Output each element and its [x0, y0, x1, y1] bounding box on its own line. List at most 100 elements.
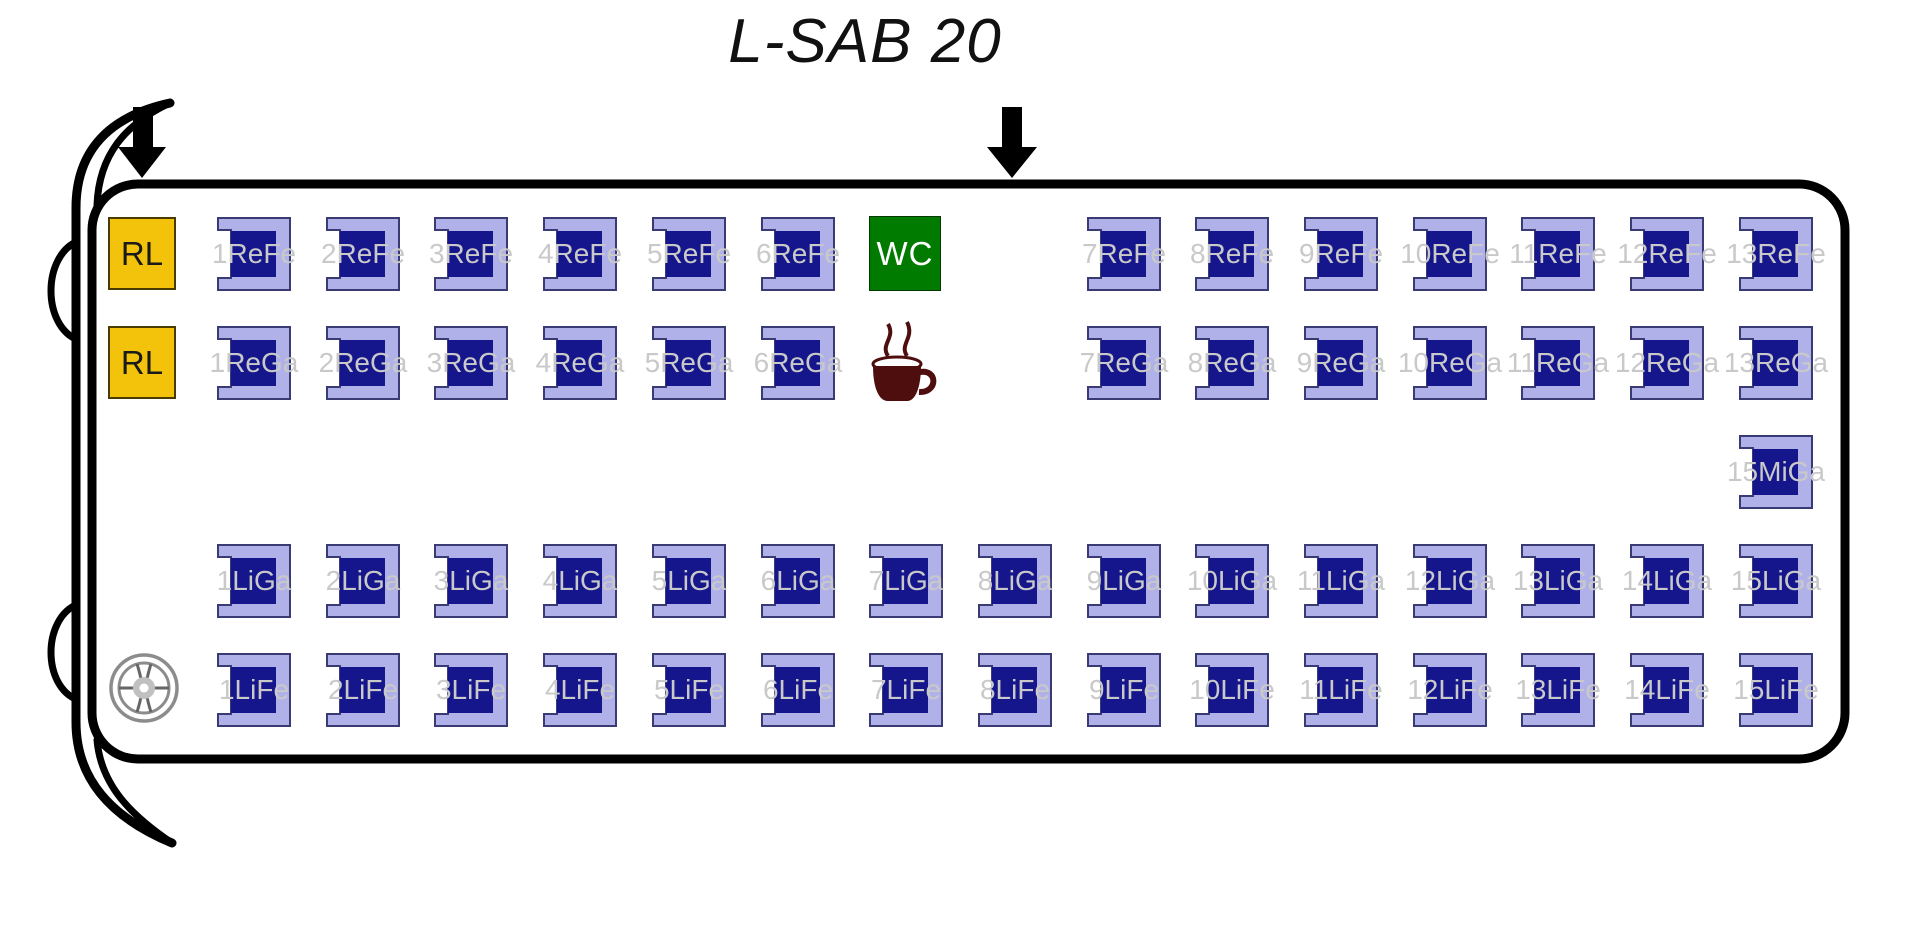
seat-icon [1630, 326, 1704, 400]
seat-11LiGa[interactable]: 11LiGa [1297, 544, 1385, 618]
seat-icon [1630, 544, 1704, 618]
seat-4LiFe[interactable]: 4LiFe [543, 653, 617, 727]
entry-arrow-front-icon [118, 107, 166, 178]
seat-icon [1413, 217, 1487, 291]
seat-icon [1304, 544, 1378, 618]
seat-5ReFe[interactable]: 5ReFe [647, 217, 731, 291]
seat-13ReGa[interactable]: 13ReGa [1724, 326, 1828, 400]
seat-14LiFe[interactable]: 14LiFe [1624, 653, 1710, 727]
seat-6LiFe[interactable]: 6LiFe [761, 653, 835, 727]
wc-box: WC [869, 216, 941, 291]
seat-icon [1630, 217, 1704, 291]
door-blade-top-inner [93, 99, 174, 209]
seat-icon [761, 653, 835, 727]
seat-icon [434, 217, 508, 291]
door-swing-arc-rear [47, 600, 80, 704]
seat-15MiGa[interactable]: 15MiGa [1727, 435, 1825, 509]
seat-icon [1739, 544, 1813, 618]
seat-3LiGa[interactable]: 3LiGa [434, 544, 508, 618]
seat-icon [652, 544, 726, 618]
seat-icon [1521, 217, 1595, 291]
seat-icon [652, 217, 726, 291]
seat-icon [1521, 653, 1595, 727]
seat-1LiGa[interactable]: 1LiGa [217, 544, 291, 618]
seat-icon [652, 653, 726, 727]
seat-10ReFe[interactable]: 10ReFe [1400, 217, 1500, 291]
seat-11ReGa[interactable]: 11ReGa [1507, 326, 1609, 400]
seat-13ReFe[interactable]: 13ReFe [1726, 217, 1826, 291]
seat-7LiGa[interactable]: 7LiGa [869, 544, 943, 618]
seat-7ReGa[interactable]: 7ReGa [1080, 326, 1168, 400]
coffee-cup-icon [871, 321, 937, 401]
seat-11LiFe[interactable]: 11LiFe [1299, 653, 1383, 727]
seat-6ReFe[interactable]: 6ReFe [756, 217, 840, 291]
seat-6ReGa[interactable]: 6ReGa [754, 326, 842, 400]
seat-9ReGa[interactable]: 9ReGa [1297, 326, 1385, 400]
seat-13LiGa[interactable]: 13LiGa [1513, 544, 1603, 618]
seat-icon [1739, 326, 1813, 400]
seat-6LiGa[interactable]: 6LiGa [761, 544, 835, 618]
seat-2LiFe[interactable]: 2LiFe [326, 653, 400, 727]
seat-icon [978, 653, 1052, 727]
seat-2ReFe[interactable]: 2ReFe [321, 217, 405, 291]
seat-1ReGa[interactable]: 1ReGa [210, 326, 298, 400]
seat-10ReGa[interactable]: 10ReGa [1398, 326, 1502, 400]
seat-2LiGa[interactable]: 2LiGa [326, 544, 400, 618]
seat-9ReFe[interactable]: 9ReFe [1299, 217, 1383, 291]
seat-5LiGa[interactable]: 5LiGa [652, 544, 726, 618]
seat-1LiFe[interactable]: 1LiFe [217, 653, 291, 727]
seat-3ReFe[interactable]: 3ReFe [429, 217, 513, 291]
page-title: L-SAB 20 [728, 7, 1002, 76]
seat-13LiFe[interactable]: 13LiFe [1515, 653, 1601, 727]
seat-10LiGa[interactable]: 10LiGa [1187, 544, 1277, 618]
seat-icon [1304, 326, 1378, 400]
seat-7ReFe[interactable]: 7ReFe [1082, 217, 1166, 291]
seat-12LiFe[interactable]: 12LiFe [1407, 653, 1493, 727]
seat-9LiGa[interactable]: 9LiGa [1087, 544, 1161, 618]
seat-5ReGa[interactable]: 5ReGa [645, 326, 733, 400]
seat-icon [1195, 217, 1269, 291]
seat-9LiFe[interactable]: 9LiFe [1087, 653, 1161, 727]
seat-icon [652, 326, 726, 400]
seat-7LiFe[interactable]: 7LiFe [869, 653, 943, 727]
seat-15LiGa[interactable]: 15LiGa [1731, 544, 1821, 618]
seat-icon [1195, 326, 1269, 400]
seat-4ReGa[interactable]: 4ReGa [536, 326, 624, 400]
seat-8LiGa[interactable]: 8LiGa [978, 544, 1052, 618]
seat-14LiGa[interactable]: 14LiGa [1622, 544, 1712, 618]
seat-5LiFe[interactable]: 5LiFe [652, 653, 726, 727]
door-blade-bottom-inner [93, 736, 176, 847]
seat-icon [869, 653, 943, 727]
seat-icon [217, 653, 291, 727]
seat-8LiFe[interactable]: 8LiFe [978, 653, 1052, 727]
steering-wheel-icon [109, 653, 179, 723]
rl-seat-box-2: RL [108, 326, 176, 399]
seat-8ReGa[interactable]: 8ReGa [1188, 326, 1276, 400]
seat-10LiFe[interactable]: 10LiFe [1189, 653, 1275, 727]
seat-icon [543, 326, 617, 400]
seat-icon [543, 217, 617, 291]
seat-icon [1087, 326, 1161, 400]
seat-8ReFe[interactable]: 8ReFe [1190, 217, 1274, 291]
entry-arrow-middle-icon [987, 107, 1037, 178]
seat-1ReFe[interactable]: 1ReFe [212, 217, 296, 291]
seat-4ReFe[interactable]: 4ReFe [538, 217, 622, 291]
seat-3ReGa[interactable]: 3ReGa [427, 326, 515, 400]
seat-12LiGa[interactable]: 12LiGa [1405, 544, 1495, 618]
seat-3LiFe[interactable]: 3LiFe [434, 653, 508, 727]
seat-icon [434, 326, 508, 400]
seat-12ReGa[interactable]: 12ReGa [1615, 326, 1719, 400]
seat-icon [217, 217, 291, 291]
seat-12ReFe[interactable]: 12ReFe [1617, 217, 1717, 291]
seat-11ReFe[interactable]: 11ReFe [1509, 217, 1607, 291]
seat-4LiGa[interactable]: 4LiGa [543, 544, 617, 618]
rl-seat-box-1: RL [108, 217, 176, 290]
seat-icon [434, 544, 508, 618]
seat-icon [761, 217, 835, 291]
seat-icon [1413, 544, 1487, 618]
seat-2ReGa[interactable]: 2ReGa [319, 326, 407, 400]
seat-15LiFe[interactable]: 15LiFe [1733, 653, 1819, 727]
seat-icon [1521, 544, 1595, 618]
seat-icon [326, 653, 400, 727]
